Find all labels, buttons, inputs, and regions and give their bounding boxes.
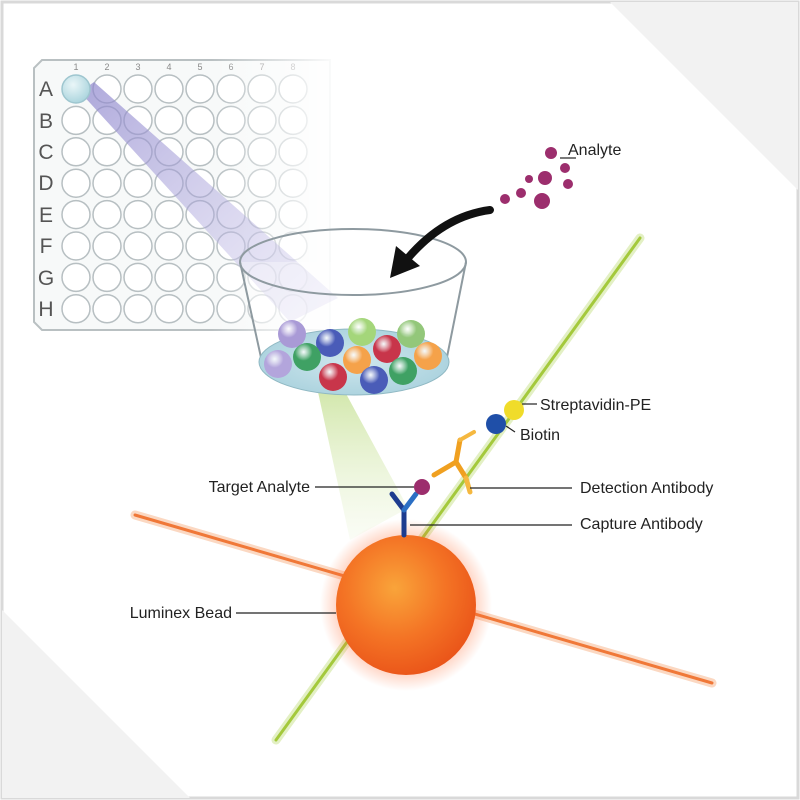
row-label: F	[40, 235, 53, 258]
microplate: A B C D E F G H 1 2 3 4 5 6 7 8	[33, 58, 335, 333]
dish-bead	[389, 357, 417, 385]
biotin-label: Biotin	[520, 427, 560, 444]
luminex-bead-label: Luminex Bead	[130, 605, 232, 622]
luminex-bead	[336, 535, 476, 675]
dish-bead	[293, 343, 321, 371]
detection-antibody	[431, 430, 476, 495]
row-label: B	[39, 110, 53, 133]
row-labels: A B C D E F G H	[38, 78, 54, 321]
biotin-leader	[505, 425, 516, 433]
green-laser	[271, 233, 645, 745]
capture-antibody	[389, 491, 419, 538]
row-label: C	[38, 141, 53, 164]
analyte-particle	[538, 171, 552, 185]
dish-bead	[264, 350, 292, 378]
dish-bead	[360, 366, 388, 394]
analyte-particle	[560, 163, 570, 173]
sample-dish	[239, 228, 467, 396]
dish-bead	[373, 335, 401, 363]
analyte-particle	[516, 188, 526, 198]
arrow-icon	[390, 206, 494, 278]
analyte-particle	[500, 194, 510, 204]
target-analyte-particle	[414, 479, 430, 495]
row-label: E	[39, 204, 53, 227]
dish-bead	[397, 320, 425, 348]
dish-bead	[414, 342, 442, 370]
dish-bead	[348, 318, 376, 346]
analyte-label: Analyte	[568, 142, 621, 159]
bead-mixture	[264, 318, 442, 394]
capture-antibody-label: Capture Antibody	[580, 516, 703, 533]
corner-shade	[610, 2, 798, 190]
analyte-particles	[500, 147, 573, 209]
detection-antibody-label: Detection Antibody	[580, 480, 713, 497]
analyte-particle	[545, 147, 557, 159]
analyte-particle	[525, 175, 533, 183]
biotin-particle	[486, 414, 506, 434]
streptavidin-pe-particle	[504, 400, 524, 420]
analyte-particle	[534, 193, 550, 209]
row-label: D	[38, 172, 53, 195]
row-label: A	[39, 78, 53, 101]
dish-bead	[343, 346, 371, 374]
highlighted-well-a1	[61, 74, 91, 104]
green-light-beam	[318, 390, 408, 540]
row-label: G	[38, 267, 54, 290]
streptavidin-pe-label: Streptavidin-PE	[540, 397, 651, 414]
dish-bead	[278, 320, 306, 348]
analyte-particle	[563, 179, 573, 189]
dish-bead	[319, 363, 347, 391]
corner-shade-bottom	[2, 610, 190, 798]
dish-bead	[316, 329, 344, 357]
purple-light-beam	[80, 82, 338, 322]
row-label: H	[38, 298, 53, 321]
target-analyte-label: Target Analyte	[209, 479, 311, 496]
